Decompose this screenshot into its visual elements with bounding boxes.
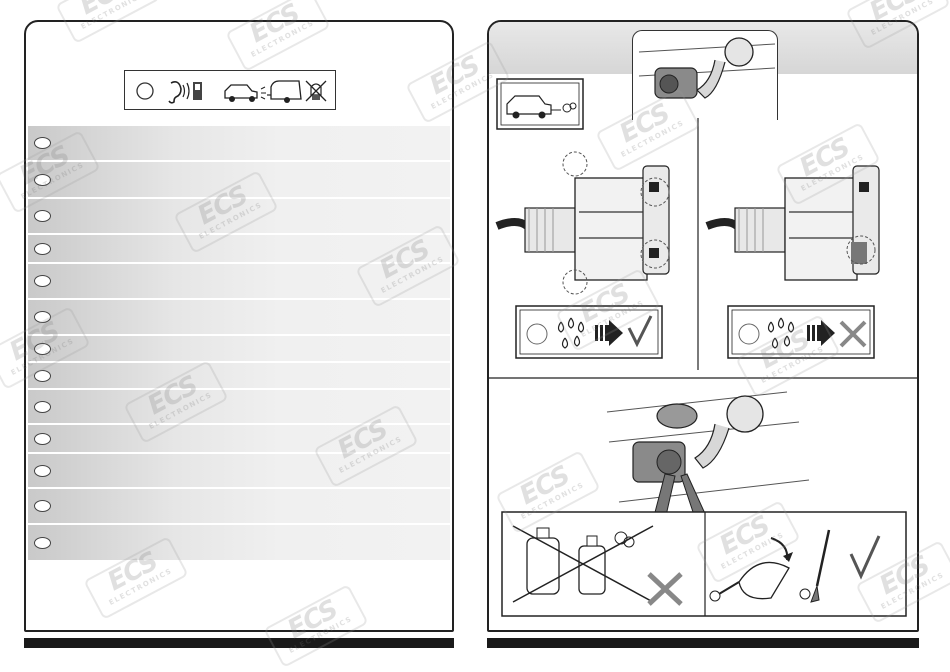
language-row-9 xyxy=(28,390,450,425)
language-circle-icon xyxy=(34,400,51,413)
language-circle-icon xyxy=(34,432,51,445)
language-circle-icon xyxy=(34,210,51,222)
cross-icon xyxy=(647,572,683,606)
language-row-2 xyxy=(28,162,450,199)
tow-ball-open-socket-illustration xyxy=(606,391,810,521)
left-instruction-panel xyxy=(24,20,454,632)
right-footer-bar xyxy=(487,638,919,648)
water-drops-icon xyxy=(767,317,795,349)
car-trailer-icon xyxy=(224,80,302,103)
car-exhaust-icon xyxy=(496,78,584,130)
pictogram-box xyxy=(124,70,336,110)
solvent-bottles-icon xyxy=(512,525,654,603)
language-row-10 xyxy=(28,425,450,454)
cleaning-methods-box xyxy=(501,511,907,617)
language-row-5 xyxy=(28,264,450,300)
right-instruction-panel xyxy=(487,20,919,632)
language-circle-icon xyxy=(34,464,51,477)
language-circle-icon xyxy=(34,369,51,382)
language-circle-icon xyxy=(34,275,51,287)
language-circle-icon xyxy=(34,536,51,549)
language-circle-icon xyxy=(34,173,51,186)
language-row-6 xyxy=(28,300,450,336)
socket-left-illustration xyxy=(495,151,670,295)
water-drops-icon xyxy=(557,317,585,349)
air-blower-brush-icon xyxy=(709,529,831,603)
pictogram-strip xyxy=(136,80,327,104)
language-row-7 xyxy=(28,336,450,363)
language-row-8 xyxy=(28,363,450,390)
language-circle-icon xyxy=(34,500,51,512)
no-light-icon xyxy=(305,80,327,102)
language-row-11 xyxy=(28,454,450,489)
left-footer-bar xyxy=(24,638,454,648)
check-icon xyxy=(627,315,653,348)
illustration-canvas xyxy=(489,37,917,617)
language-row-13 xyxy=(28,525,450,562)
language-circle-icon xyxy=(34,342,51,355)
language-rows xyxy=(28,126,450,562)
socket-right-illustration xyxy=(705,165,880,281)
language-row-3 xyxy=(28,199,450,235)
language-circle-icon xyxy=(136,82,154,100)
drops-to-check-panel xyxy=(515,305,663,359)
language-circle-icon xyxy=(34,137,51,149)
drops-to-cross-panel xyxy=(727,305,875,359)
language-row-1 xyxy=(28,126,450,162)
arrow-right-icon xyxy=(595,320,623,346)
language-row-12 xyxy=(28,489,450,525)
check-icon xyxy=(849,535,881,580)
arrow-right-icon xyxy=(807,320,835,346)
language-row-4 xyxy=(28,235,450,264)
tow-ball-socket-illustration xyxy=(638,37,776,99)
language-circle-icon xyxy=(34,311,51,323)
language-circle-icon xyxy=(34,242,51,255)
ear-sound-icon xyxy=(168,81,202,104)
cross-icon xyxy=(839,320,867,348)
